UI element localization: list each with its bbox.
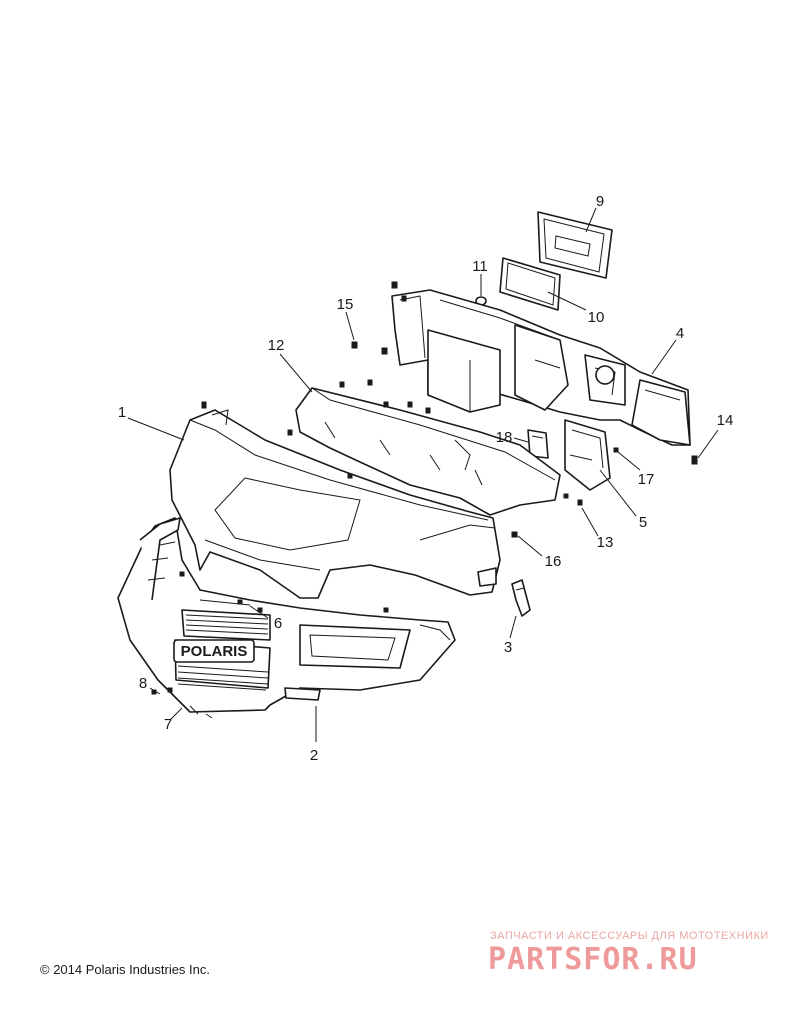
part-10-gasket	[499, 257, 561, 311]
watermark-logo: PARTSFOR.RU	[488, 942, 698, 977]
polaris-badge: POLARIS	[181, 643, 248, 660]
callout-4: 4	[676, 325, 684, 342]
callout-labels: 1 2 3 4 5 6 7 8 9 10 11 12 13 14 15 16 1…	[118, 193, 734, 764]
part-5-side-panel	[564, 419, 611, 491]
part-3-latch	[511, 579, 531, 617]
part-2-front-fascia: POLARIS	[117, 517, 456, 713]
callout-5: 5	[639, 514, 647, 531]
callout-12: 12	[268, 337, 285, 354]
callout-11: 11	[472, 258, 488, 275]
part-4-dashboard	[391, 289, 691, 446]
callout-10: 10	[588, 309, 605, 326]
callout-17: 17	[638, 471, 655, 488]
callout-9: 9	[596, 193, 604, 210]
callout-6: 6	[274, 615, 282, 632]
callout-18: 18	[496, 429, 513, 446]
callout-13: 13	[597, 534, 614, 551]
part-18-insert	[527, 429, 549, 459]
copyright-notice: © 2014 Polaris Industries Inc.	[40, 962, 210, 977]
leader-lines	[127, 207, 719, 742]
part-12-upper-panel	[295, 387, 561, 516]
callout-1: 1	[118, 404, 126, 421]
part-1-hood	[169, 409, 501, 599]
callout-2: 2	[310, 747, 318, 764]
callout-7: 7	[164, 716, 172, 733]
callout-15: 15	[337, 296, 354, 313]
callout-14: 14	[717, 412, 734, 429]
callout-16: 16	[545, 553, 562, 570]
callout-3: 3	[504, 639, 512, 656]
part-9-panel	[537, 211, 613, 279]
watermark-tagline: ЗАПЧАСТИ И АКСЕССУАРЫ ДЛЯ МОТОТЕХНИКИ	[490, 930, 769, 942]
hardware-clips	[151, 281, 698, 719]
callout-8: 8	[139, 675, 147, 692]
